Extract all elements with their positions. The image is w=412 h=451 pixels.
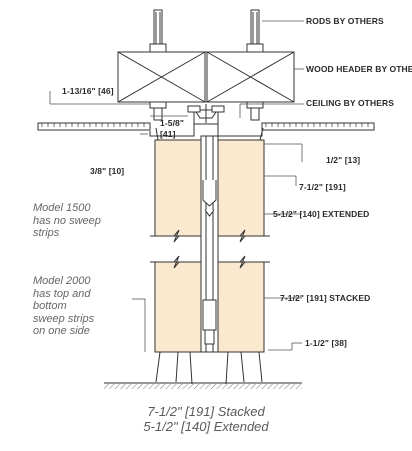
center-mechanism	[200, 135, 219, 353]
dim-7-1-2-top: 7-1/2" [191]	[299, 182, 346, 192]
sweep-strips	[155, 127, 264, 385]
callout-ceiling: CEILING BY OTHERS	[306, 98, 394, 108]
break-lines	[150, 229, 270, 269]
dim-1-1-2: 1-1/2" [38]	[305, 338, 347, 348]
dim-3-8: 3/8" [10]	[90, 166, 125, 176]
leader-lines	[49, 20, 304, 352]
floor	[104, 382, 302, 389]
panel-lower	[154, 261, 265, 353]
caption-line-1: 7-1/2" [191] Stacked	[147, 404, 265, 419]
ceiling-tiles	[37, 122, 375, 131]
dim-41: [41]	[160, 129, 176, 139]
note-model-1500: Model 1500 has no sweep strips	[33, 202, 101, 239]
callout-wood-header: WOOD HEADER BY OTHERS	[306, 64, 412, 74]
panel-upper	[154, 139, 265, 237]
callout-rods: RODS BY OTHERS	[306, 16, 384, 26]
dim-1-5-8: 1-5/8"	[160, 118, 185, 128]
dim-5-1-2-extended: 5-1/2" [140] EXTENDED	[273, 209, 370, 219]
caption-line-2: 5-1/2" [140] Extended	[143, 419, 269, 434]
dim-1-13-16: 1-13/16" [46]	[62, 86, 114, 96]
dim-1-2: 1/2" [13]	[326, 155, 361, 165]
note-model-2000: Model 2000 has top and bottom sweep stri…	[33, 275, 95, 337]
wood-header	[117, 43, 295, 109]
dim-7-1-2-stacked: 7-1/2" [191] STACKED	[280, 293, 371, 303]
